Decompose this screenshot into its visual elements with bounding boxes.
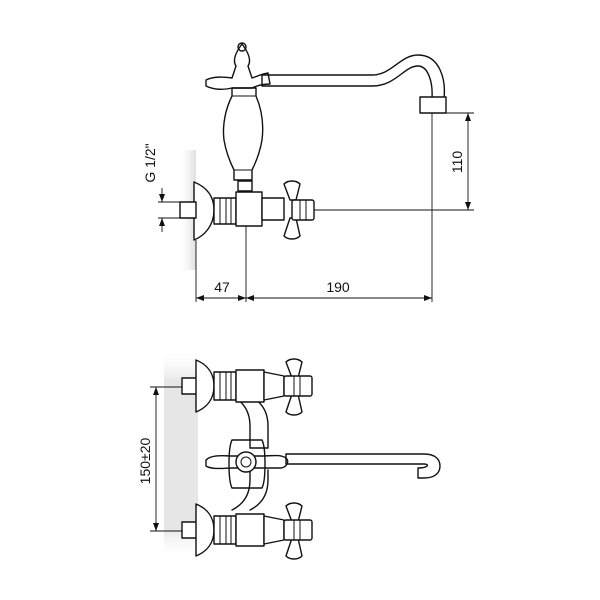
valve-housing: [235, 191, 263, 227]
spout-aerator: [419, 96, 447, 114]
spacing-arrow-top: [153, 387, 159, 395]
height-arrow-bottom: [465, 202, 471, 210]
thread-arrow-top: [159, 194, 165, 202]
mixer-body-lower: [231, 469, 269, 511]
spout-reach-label: 190: [326, 279, 350, 295]
dim-arrow: [238, 295, 246, 301]
front-spout: [285, 453, 441, 479]
center-body: [228, 439, 266, 489]
dim-arrow: [246, 295, 254, 301]
thread-arrow-bottom: [159, 218, 165, 226]
valve-body: [222, 87, 264, 181]
inlet-pipe: [179, 201, 197, 219]
mixer-body: [231, 395, 269, 449]
spout-height-label: 110: [449, 151, 465, 174]
wall-flange: [193, 181, 215, 241]
cross-handle-hub: [291, 199, 315, 221]
valve-stem: [261, 197, 285, 221]
lower-flange: [195, 503, 215, 557]
side-view: G 1/2" 110 47 190: [142, 42, 474, 302]
lower-valve-cone: [263, 515, 285, 545]
cross-handle-arm: [283, 217, 301, 240]
spout: [261, 54, 446, 99]
lower-cross-hub: [283, 519, 313, 541]
lower-nut: [213, 515, 237, 545]
upper-valve: [181, 358, 313, 416]
cross-handle: [283, 180, 301, 201]
height-arrow-top: [465, 113, 471, 121]
lower-valve-housing: [235, 513, 265, 547]
union-nut: [213, 197, 237, 225]
wall-offset-label: 47: [214, 279, 230, 295]
inlet-spacing-label: 150±20: [137, 437, 153, 484]
upper-valve-housing: [235, 369, 265, 403]
thread-size-label: G 1/2": [142, 143, 158, 182]
front-view: 150±20: [137, 350, 441, 560]
upper-cross-handle-bottom: [285, 393, 303, 416]
dim-arrow: [424, 295, 432, 301]
valve-nut: [237, 180, 253, 192]
lever-handle: [205, 43, 271, 91]
lower-cross-handle-top: [285, 502, 303, 523]
upper-cross-handle-top: [285, 358, 303, 379]
lower-cross-handle-bottom: [285, 537, 303, 560]
lower-valve: [181, 502, 313, 560]
lever-cap-inner: [240, 456, 252, 468]
upper-flange: [195, 359, 215, 413]
upper-valve-cone: [263, 371, 285, 401]
lever-cap: [235, 451, 257, 473]
dim-arrow: [196, 295, 204, 301]
upper-nut: [213, 371, 237, 401]
spacing-arrow-bottom: [153, 523, 159, 531]
upper-cross-hub: [283, 375, 313, 397]
lever-knob: [237, 42, 247, 52]
